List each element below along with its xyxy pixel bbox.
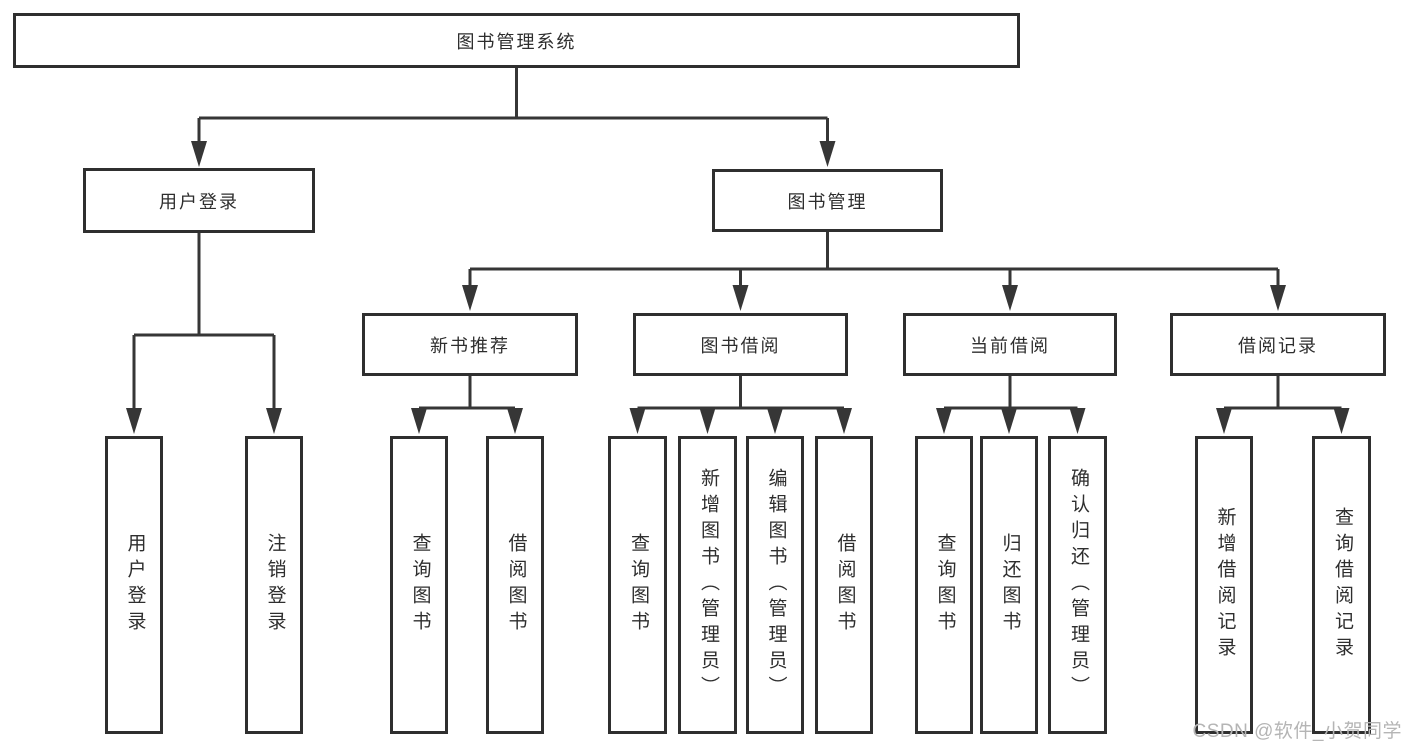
arrow-down-icon [732,285,749,311]
leaf-return-book-label: 归还图书 [999,533,1021,637]
leaf-edit-book-admin: 编辑图书（管理员） [746,436,804,734]
leaf-borrow-books-label: 借阅图书 [834,533,856,637]
leaf-logout-label: 注销登录 [264,533,286,637]
leaf-return-book: 归还图书 [980,436,1038,734]
arrow-down-icon [699,408,716,434]
arrow-down-icon [462,285,478,311]
leaf-user-login-label: 用户登录 [124,533,146,637]
arrow-down-icon [767,408,783,434]
node-new-book-recommend: 新书推荐 [362,313,578,376]
connector-book-borrow-to-leaves [636,376,846,414]
leaf-query-books-recommend: 查询图书 [390,436,448,734]
connector-new-book-rec-to-leaves [417,376,517,414]
node-root-label: 图书管理系统 [456,31,577,52]
leaf-add-borrow-record-label: 新增借阅记录 [1214,507,1236,663]
arrow-down-icon [1270,285,1286,311]
arrow-down-icon [266,408,282,434]
node-book-management-label: 图书管理 [787,191,868,212]
node-borrow-records: 借阅记录 [1170,313,1386,376]
arrow-down-icon [1069,408,1086,434]
leaf-add-book-admin-label: 新增图书（管理员） [697,468,719,702]
arrowheads [126,141,1350,434]
csdn-watermark: CSDN @软件_小贺同学 [1192,721,1402,742]
leaf-query-books-borrow: 查询图书 [608,436,667,734]
leaf-query-books-borrow-label: 查询图书 [627,533,649,637]
arrow-down-icon [836,408,852,434]
leaf-edit-book-admin-label: 编辑图书（管理员） [765,468,787,702]
leaf-confirm-return-admin: 确认归还（管理员） [1048,436,1107,734]
leaf-borrow-books-recommend: 借阅图书 [486,436,544,734]
node-user-login-label: 用户登录 [159,191,239,212]
node-user-login: 用户登录 [83,168,315,233]
leaf-query-borrow-record-label: 查询借阅记录 [1331,507,1353,663]
arrow-down-icon [1216,408,1232,434]
leaf-borrow-books-recommend-label: 借阅图书 [505,533,527,637]
arrow-down-icon [126,408,142,434]
arrow-down-icon [936,408,952,434]
leaf-query-books-current-label: 查询图书 [934,533,956,637]
leaf-confirm-return-admin-label: 确认归还（管理员） [1067,468,1089,702]
node-book-management: 图书管理 [712,169,943,232]
arrow-down-icon [629,408,646,434]
leaf-query-borrow-record: 查询借阅记录 [1312,436,1371,734]
arrow-down-icon [411,408,427,434]
connector-user-login-to-leaves [132,233,276,420]
leaf-query-books-recommend-label: 查询图书 [409,533,431,637]
arrow-down-icon [1001,408,1017,434]
node-root: 图书管理系统 [13,13,1020,68]
node-book-borrow-label: 图书借阅 [700,335,781,356]
arrow-down-icon [819,141,836,167]
node-book-borrow: 图书借阅 [633,313,848,376]
node-current-borrow-label: 当前借阅 [970,335,1050,356]
leaf-borrow-books: 借阅图书 [815,436,873,734]
node-borrow-records-label: 借阅记录 [1238,335,1318,356]
arrow-down-icon [191,141,207,167]
leaf-add-borrow-record: 新增借阅记录 [1195,436,1253,734]
leaf-user-login: 用户登录 [105,436,163,734]
connector-book-mgmt-to-level3 [468,232,1280,298]
arrow-down-icon [1002,285,1018,311]
node-new-book-recommend-label: 新书推荐 [430,335,510,356]
node-current-borrow: 当前借阅 [903,313,1117,376]
leaf-add-book-admin: 新增图书（管理员） [678,436,737,734]
connector-root-to-level2 [197,68,829,152]
connector-borrow-records-to-leaves [1222,376,1343,414]
leaf-logout: 注销登录 [245,436,303,734]
arrow-down-icon [507,408,523,434]
leaf-query-books-current: 查询图书 [915,436,973,734]
arrow-down-icon [1333,408,1350,434]
